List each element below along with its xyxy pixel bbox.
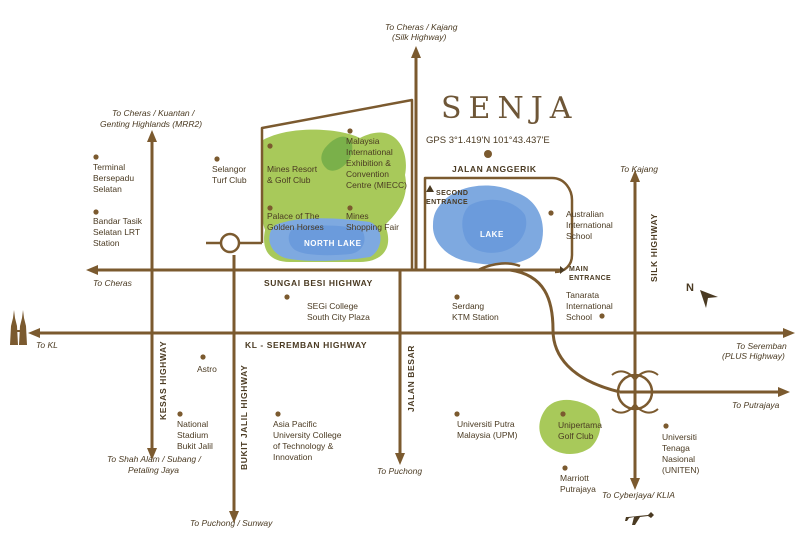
second-entrance-label: SECOND ENTRANCE <box>426 190 471 206</box>
airplane-icon <box>625 512 654 525</box>
jalan-anggerik-label: JALAN ANGGERIK <box>452 164 537 174</box>
place-uniten: Universiti Tenaga Nasional (UNITEN) <box>662 432 699 475</box>
dest-cyberjaya: To Cyberjaya/ KLIA <box>602 490 675 500</box>
uniten-dot <box>663 423 669 429</box>
dest-puchong-sunway: To Puchong / Sunway <box>190 518 273 528</box>
astro-dot <box>200 354 206 360</box>
twin-towers-icon <box>10 310 27 345</box>
place-mines-shopping: Mines Shopping Fair <box>346 211 399 232</box>
main-entrance-label: MAIN ENTRANCE <box>569 266 611 282</box>
place-tanarata: Tanarata International School <box>566 290 615 322</box>
gps-coordinates: GPS 3°1.419'N 101°43.437'E <box>426 135 550 146</box>
apu-dot <box>275 411 281 417</box>
senja-dot <box>484 150 492 158</box>
bandar-tasik-dot <box>93 209 99 215</box>
place-astro: Astro <box>197 364 217 374</box>
kesas-label: KESAS HIGHWAY <box>158 341 168 420</box>
miecc-dot <box>347 128 353 134</box>
place-unipertama: Unipertama Golf Club <box>558 420 604 441</box>
marriott-dot <box>562 465 568 471</box>
compass-label: N <box>686 282 694 294</box>
dest-seremban: To Seremban (PLUS Highway) <box>722 341 789 361</box>
place-national-stadium: National Stadium Bukit Jalil <box>177 419 213 451</box>
poi-dots <box>93 128 669 471</box>
dest-kl: To KL <box>36 340 58 350</box>
australian-school-dot <box>548 210 554 216</box>
road-network <box>28 46 795 523</box>
dest-cheras: To Cheras <box>93 278 133 288</box>
serdang-dot <box>454 294 460 300</box>
compass-north-icon: N <box>686 282 718 308</box>
stadium-dot <box>177 411 183 417</box>
bukit-jalil-label: BUKIT JALIL HIGHWAY <box>239 365 249 470</box>
turf-club-dot <box>214 156 220 162</box>
mines-park-area <box>260 129 406 262</box>
unipertama-dot <box>560 411 566 417</box>
place-turf-club: Selangor Turf Club <box>212 164 248 185</box>
silk-highway-label: SILK HIGHWAY <box>649 213 659 282</box>
dest-kajang: To Kajang <box>620 164 658 174</box>
upm-dot <box>454 411 460 417</box>
place-apu: Asia Pacific University College of Techn… <box>273 419 344 462</box>
mines-resort-dot <box>267 143 273 149</box>
jalan-besar-label: JALAN BESAR <box>406 345 416 412</box>
kl-seremban-label: KL - SEREMBAN HIGHWAY <box>245 340 367 350</box>
dest-puchong: To Puchong <box>377 466 422 476</box>
place-miecc: Malaysia International Exhibition & Conv… <box>346 136 407 190</box>
mines-shopping-dot <box>347 205 353 211</box>
dest-cheras-kajang: To Cheras / Kajang (Silk Highway) <box>385 22 460 42</box>
senja-lake-area <box>432 185 543 265</box>
lake-label: LAKE <box>480 230 504 239</box>
north-lake-label: NORTH LAKE <box>304 239 362 248</box>
place-palace: Palace of The Golden Horses <box>267 211 324 232</box>
dest-cheras-kuantan: To Cheras / Kuantan / Genting Highlands … <box>100 108 202 129</box>
place-mines-resort: Mines Resort & Golf Club <box>267 164 319 185</box>
dest-shah-alam: To Shah Alam / Subang / Petaling Jaya <box>107 454 203 475</box>
unipertama-park-area <box>539 399 601 455</box>
sungai-besi-label: SUNGAI BESI HIGHWAY <box>264 278 373 288</box>
place-australian-school: Australian International School <box>566 209 615 241</box>
tanarata-dot <box>599 313 605 319</box>
brand-title: SENJA <box>441 91 578 126</box>
place-terminal: Terminal Bersepadu Selatan <box>93 162 137 194</box>
terminal-dot <box>93 154 99 160</box>
place-serdang: Serdang KTM Station <box>452 301 499 322</box>
palace-dot <box>267 205 273 211</box>
place-marriott: Marriott Putrajaya <box>560 473 596 494</box>
place-upm: Universiti Putra Malaysia (UPM) <box>457 419 518 440</box>
place-bandar-tasik: Bandar Tasik Selatan LRT Station <box>93 216 144 248</box>
place-segi: SEGi College South City Plaza <box>307 301 370 322</box>
segi-dot <box>284 294 290 300</box>
dest-putrajaya: To Putrajaya <box>732 400 780 410</box>
